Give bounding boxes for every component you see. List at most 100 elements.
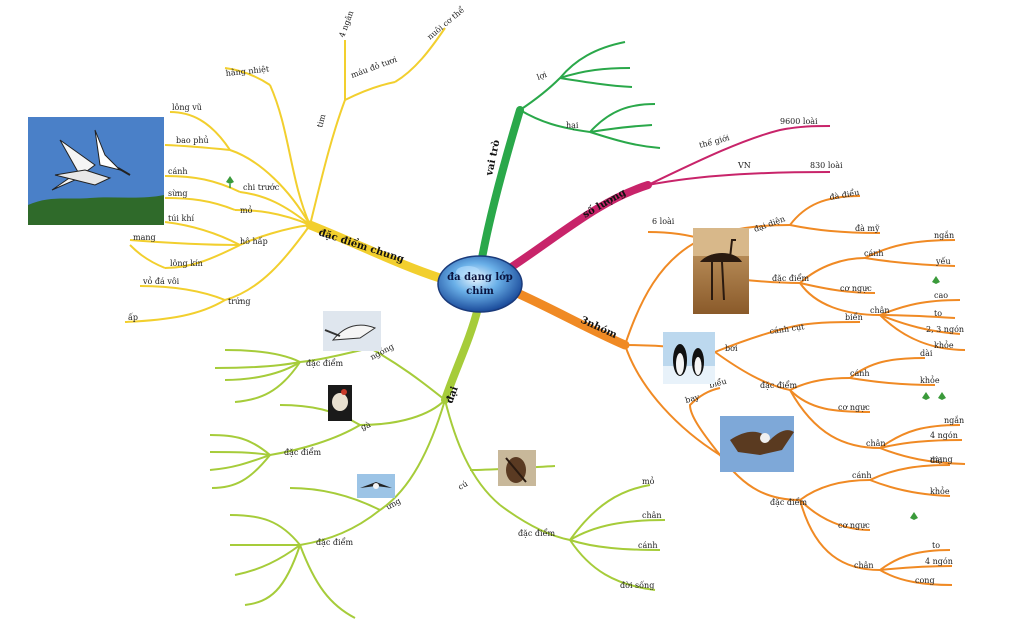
label-dac-diem-ngong: đặc điểm <box>306 359 344 368</box>
label-doi-song: đời sống <box>620 581 654 590</box>
photo-flying-cranes <box>28 117 164 225</box>
label-trung: trứng <box>228 297 250 306</box>
center-title-line2: chim <box>466 286 494 297</box>
label-mo-cu: mỏ <box>642 477 655 486</box>
label-co-ngon-3: cơ ngực <box>838 521 870 530</box>
label-ngan: ngắn <box>934 231 954 240</box>
label-cao: cao <box>934 291 948 300</box>
yellow-labels: đặc điểm chung hằng nhiệt lông vũ bao ph… <box>128 5 466 322</box>
main-branch-orange <box>510 287 630 350</box>
photo-rooster <box>328 385 352 421</box>
photo-owl <box>498 450 536 486</box>
label-ngan-2: ngắn <box>944 416 964 425</box>
label-ap: ấp <box>128 313 138 322</box>
branch-dac-diem-chung <box>124 27 446 323</box>
label-chan-2: chân <box>866 439 886 448</box>
label-loi: lợi <box>536 70 549 82</box>
center-title-line1: đa dạng lớp <box>447 272 513 283</box>
label-so-luong: số lượng <box>581 186 628 220</box>
label-sung: sừng <box>168 189 188 198</box>
label-khoe-3: khỏe <box>930 487 950 496</box>
label-to: to <box>934 309 942 318</box>
label-9600-loai: 9600 loài <box>780 117 818 126</box>
label-yeu: yếu <box>935 257 951 266</box>
label-canh-2: cánh <box>850 369 870 378</box>
label-ga: gà <box>360 420 373 432</box>
branch-so-luong <box>647 125 831 186</box>
label-6-loai: 6 loài <box>652 217 675 226</box>
main-branch-yellow <box>305 220 445 283</box>
photo-goose <box>323 311 381 351</box>
label-bien: biển <box>845 313 863 322</box>
label-dac-diem-ga: đặc điểm <box>284 448 322 457</box>
main-branch-red <box>506 181 652 272</box>
label-canh: cánh <box>168 167 188 176</box>
label-khoe: khỏe <box>934 341 954 350</box>
label-co-ngon-2: cơ ngực <box>838 403 870 412</box>
label-cong: cong <box>915 576 935 585</box>
label-vn: VN <box>737 161 751 170</box>
label-chan-1: chân <box>870 306 890 315</box>
label-ho-hap: hô hấp <box>240 237 268 246</box>
label-da-my: đà mỹ <box>855 224 880 233</box>
label-chi-truoc: chi trước <box>243 183 280 192</box>
label-chan-cu: chân <box>642 511 662 520</box>
label-boi: bơi <box>725 344 738 353</box>
label-cu: cú <box>457 479 470 492</box>
label-hang-nhiet: hằng nhiệt <box>225 64 270 78</box>
branch-vai-tro <box>519 41 661 149</box>
feather-icon-orange-group <box>910 276 946 520</box>
label-canh-3: cánh <box>852 471 872 480</box>
label-dac-diem-chung: đặc điểm chung <box>317 226 406 265</box>
label-tim: tim <box>315 113 327 129</box>
label-khoe-2: khỏe <box>920 376 940 385</box>
label-ung: ưng <box>385 496 403 512</box>
branch-dai-dien <box>209 347 666 619</box>
label-dac-diem-2: đặc điểm <box>760 381 798 390</box>
label-dac-diem-3: đặc điểm <box>770 498 808 507</box>
label-bao-phu: bao phủ <box>176 136 209 145</box>
branch-ba-nhom <box>624 195 966 586</box>
label-830-loai: 830 loài <box>810 161 843 170</box>
label-canh-cut: cánh cụt <box>769 322 806 336</box>
photo-penguins <box>663 332 715 384</box>
label-to-2: to <box>932 541 940 550</box>
label-da-dieu: đà điểu <box>829 188 860 202</box>
label-canh-1: cánh <box>864 249 884 258</box>
label-mo: mỏ <box>240 206 253 215</box>
label-chan-3: chân <box>854 561 874 570</box>
dai-dien-labels: đại ngỗng đặc điểm gà đặc điểm ưng đặc đ… <box>284 342 662 590</box>
label-da-dien: đại diện <box>753 214 787 234</box>
label-mau-do-tuoi: máu đỏ tươi <box>350 55 399 80</box>
label-4-ngon-2: 4 ngón <box>925 557 953 566</box>
photo-hawk <box>357 474 395 498</box>
photo-eagle <box>720 416 794 472</box>
label-long-kin: lông kín <box>170 259 203 268</box>
label-4-ngan: 4 ngăn <box>337 9 355 38</box>
label-dac-diem-ung: đặc điểm <box>316 538 354 547</box>
label-2-3-ngon: 2, 3 ngón <box>926 325 964 334</box>
label-canh-cu: cánh <box>638 541 658 550</box>
label-nuoi-co-the: nuôi cơ thể <box>426 5 467 41</box>
label-bay: bay <box>684 392 701 405</box>
feather-icon <box>226 176 234 188</box>
label-tui-khi: túi khí <box>168 214 194 223</box>
vai-tro-labels: vai trò lợi hại <box>484 70 579 178</box>
center-node[interactable]: đa dạng lớp chim <box>437 255 523 313</box>
label-dac-diem-1: đặc điểm <box>772 274 810 283</box>
label-co-ngon-1: cơ ngực <box>840 284 872 293</box>
main-branch-green-top <box>478 106 524 262</box>
label-long-vu: lông vũ <box>172 103 202 112</box>
label-vo-da-voi: vỏ đá vôi <box>142 277 180 286</box>
label-manh: mạng <box>930 455 953 464</box>
label-the-gioi: thế giới <box>698 133 731 150</box>
so-luong-labels: số lượng thế giới 9600 loài VN 830 loài <box>581 117 843 221</box>
label-4-ngon-1: 4 ngón <box>930 431 958 440</box>
label-dai: dài <box>920 349 933 358</box>
ba-nhom-labels: 3nhóm 6 loài đại diện đà điểu đà mỹ đặc … <box>579 188 964 585</box>
label-dac-diem-cu: đặc điểm <box>518 529 556 538</box>
label-hai: hại <box>566 121 579 130</box>
photo-ostrich <box>693 228 749 314</box>
